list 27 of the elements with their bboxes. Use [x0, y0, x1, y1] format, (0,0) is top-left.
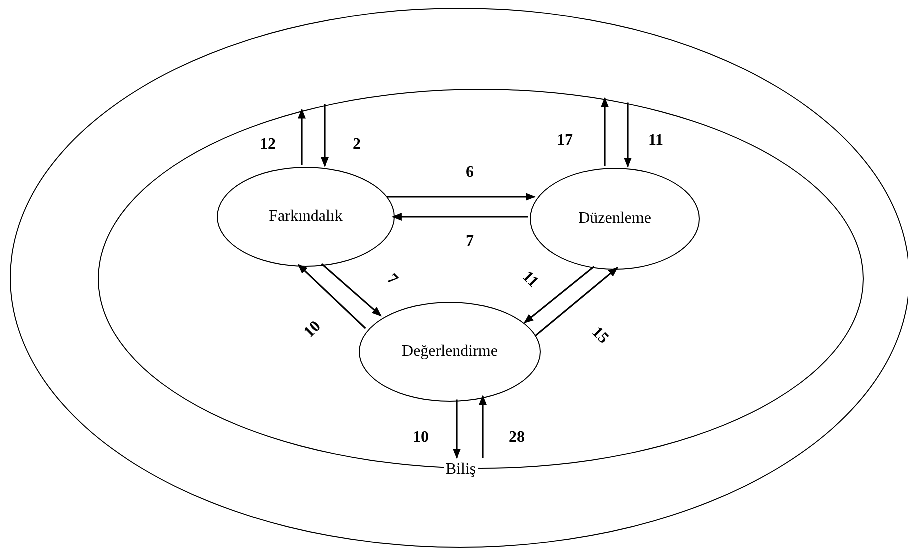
- arrow: [298, 108, 306, 166]
- arrow: [298, 264, 366, 330]
- edge-label: 10: [300, 318, 326, 342]
- arrow: [321, 263, 382, 317]
- edge-label: 15: [588, 324, 612, 348]
- node-label: Değerlendirme: [400, 343, 500, 361]
- arrow: [534, 267, 618, 337]
- arrow: [601, 97, 609, 166]
- arrow: [453, 400, 461, 459]
- edge-label: 17: [557, 132, 573, 150]
- node-label: Biliş: [444, 461, 478, 479]
- ring-ellipse: [10, 8, 908, 548]
- edge-label: 7: [382, 270, 402, 290]
- edge-label: 10: [413, 429, 429, 447]
- edge-label: 12: [260, 136, 276, 154]
- edge-label: 2: [353, 136, 361, 154]
- edge-label: 6: [466, 164, 474, 182]
- arrow: [479, 395, 487, 458]
- arrow: [524, 266, 595, 324]
- edge-label: 11: [518, 268, 542, 292]
- arrow: [624, 102, 632, 168]
- edge-label: 7: [466, 233, 474, 251]
- arrow: [387, 193, 536, 201]
- arrow: [321, 104, 329, 168]
- edge-label: 28: [509, 429, 525, 447]
- arrow: [392, 213, 528, 221]
- edge-label: 11: [648, 132, 664, 150]
